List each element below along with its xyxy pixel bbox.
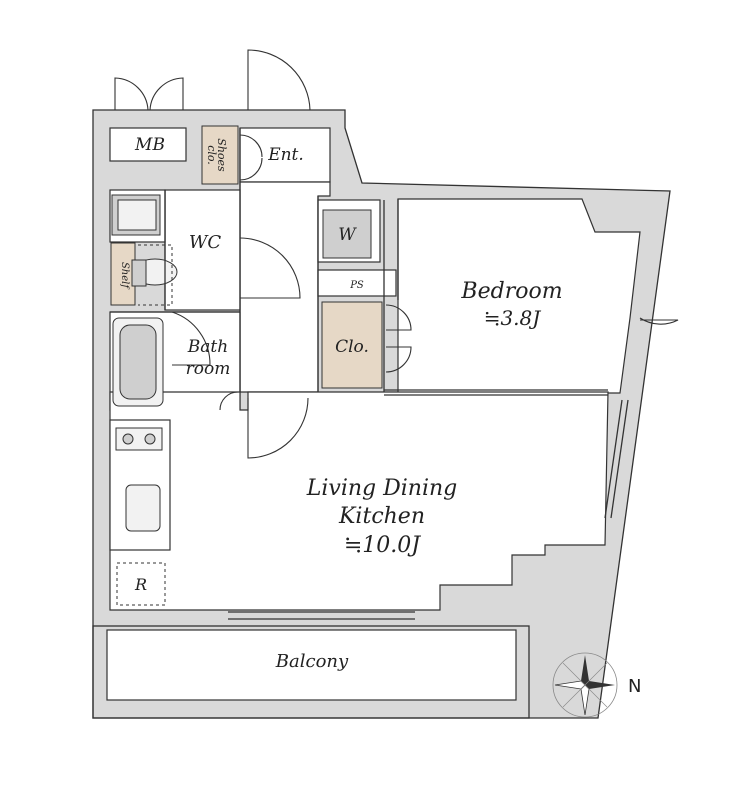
label-entrance: Ent.: [267, 145, 304, 165]
label-bathroom: room: [186, 359, 231, 379]
mb-door[interactable]: [114, 77, 149, 111]
burner-2: [144, 433, 156, 445]
label-washer: W: [338, 225, 357, 245]
label-balcony: Balcony: [275, 651, 349, 672]
cooktop-icon: [115, 427, 163, 451]
burner-1: [122, 433, 134, 445]
wc-door[interactable]: [239, 237, 301, 299]
side-window[interactable]: [610, 399, 629, 519]
sink-icon: [125, 484, 161, 532]
entrance-door[interactable]: [247, 49, 311, 111]
label-bedroom-size: ≒3.8J: [484, 306, 542, 330]
label-bath: Bath: [187, 337, 228, 357]
label-closet: Clo.: [335, 337, 369, 357]
compass-rose-icon: [552, 652, 618, 718]
shoes-closet: [201, 125, 239, 185]
label-shoes: Shoes: [215, 138, 228, 172]
bath-corner-door[interactable]: [219, 391, 239, 411]
label-mb: MB: [134, 135, 165, 155]
refrigerator-space: [116, 562, 166, 606]
label-shoes-clo: clo.: [205, 145, 218, 165]
balcony-railing: [92, 625, 530, 719]
side-window[interactable]: [604, 399, 623, 519]
mb-door[interactable]: [149, 77, 184, 111]
ps-space: [317, 269, 397, 297]
label-kitchen: Kitchen: [338, 504, 425, 529]
label-refrigerator: R: [134, 575, 147, 594]
entrance-floor: [239, 127, 331, 183]
shelf-area: [110, 242, 136, 306]
shoes-door[interactable]: [239, 134, 263, 158]
washer-pan: [322, 209, 372, 259]
compass-north-label: N: [628, 676, 641, 697]
bath-door[interactable]: [171, 311, 211, 366]
closet-door[interactable]: [385, 304, 412, 331]
wc-counter-inner: [117, 199, 157, 231]
closet-door[interactable]: [385, 346, 412, 373]
label-wc: WC: [189, 232, 222, 253]
label-shelf: Shelf: [119, 262, 130, 290]
closet: [321, 301, 383, 389]
ldk-floor: [109, 391, 609, 611]
toilet-tank: [131, 259, 147, 287]
mb-space: [109, 127, 187, 162]
label-bedroom: Bedroom: [460, 279, 562, 304]
label-ldk: Living Dining: [306, 476, 458, 501]
hall-floor: [239, 181, 331, 393]
ldk-door[interactable]: [247, 397, 309, 459]
wc-dashed-outline: [138, 244, 173, 306]
label-ps: PS: [349, 280, 364, 291]
label-ldk-size: ≒10.0J: [344, 533, 421, 558]
bathtub-inner: [119, 324, 157, 400]
balcony-area: [106, 629, 517, 701]
shoes-door[interactable]: [239, 157, 263, 181]
bedroom-exterior-door[interactable]: [639, 317, 679, 325]
